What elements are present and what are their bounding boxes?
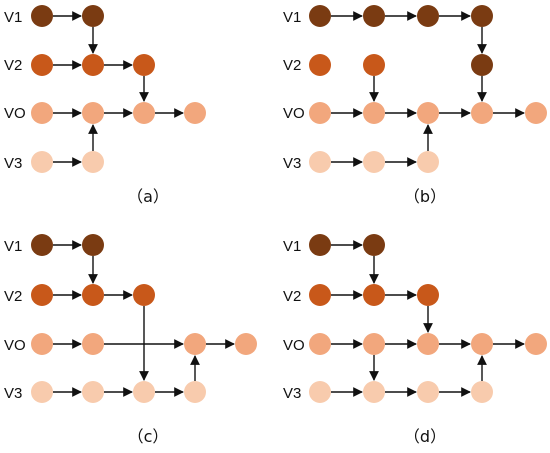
node-vo (82, 333, 104, 355)
node-v2 (31, 54, 53, 76)
row-label-vo: VO (283, 105, 305, 122)
panel-d: V1 V2 VO V3 （d） (283, 234, 547, 446)
node-v1 (82, 5, 104, 27)
node-v1 (363, 5, 385, 27)
row-label-v2: V2 (4, 288, 22, 305)
row-label-v3: V3 (283, 155, 301, 172)
row-label-vo: VO (4, 337, 26, 354)
row-label-v3: V3 (4, 385, 22, 402)
row-label-v2: V2 (283, 288, 301, 305)
row-label-vo: VO (283, 337, 305, 354)
node-vo (363, 333, 385, 355)
node-vo (133, 102, 155, 124)
row-label-vo: VO (4, 105, 26, 122)
node-v2 (309, 54, 331, 76)
node-v3 (471, 381, 493, 403)
node-v2 (133, 54, 155, 76)
node-vo (525, 333, 547, 355)
row-label-v3: V3 (4, 155, 22, 172)
row-label-v1: V1 (4, 238, 22, 255)
node-v2 (82, 284, 104, 306)
node-v2 (82, 54, 104, 76)
node-v2 (309, 284, 331, 306)
row-label-v3: V3 (283, 385, 301, 402)
node-vo (417, 102, 439, 124)
node-vo (363, 102, 385, 124)
node-vo (417, 333, 439, 355)
node-v3 (363, 381, 385, 403)
row-label-v2: V2 (283, 57, 301, 74)
node-v3 (417, 151, 439, 173)
node-v3 (309, 381, 331, 403)
node-vo (309, 333, 331, 355)
node-v1 (417, 5, 439, 27)
node-vo (31, 333, 53, 355)
node-v2 (133, 284, 155, 306)
node-v2 (417, 284, 439, 306)
node-v2 (31, 284, 53, 306)
row-label-v1: V1 (283, 9, 301, 26)
node-vo (184, 333, 206, 355)
row-label-v1: V1 (283, 238, 301, 255)
node-v1 (31, 5, 53, 27)
node-v3 (82, 151, 104, 173)
node-vo (471, 333, 493, 355)
panel-caption: （d） (404, 427, 446, 446)
node-v3 (31, 151, 53, 173)
node-vo (471, 102, 493, 124)
panel-a: V1 V2 VO V3 （a） (4, 5, 206, 206)
node-v1 (363, 234, 385, 256)
node-vo (235, 333, 257, 355)
node-v1 (31, 234, 53, 256)
node-v2 (363, 54, 385, 76)
node-v3 (184, 381, 206, 403)
node-vo (31, 102, 53, 124)
node-v3 (417, 381, 439, 403)
panel-caption: （c） (128, 427, 169, 446)
panel-b: V1 V2 VO V3 （b） (283, 5, 547, 206)
node-v3 (309, 151, 331, 173)
node-v1 (309, 5, 331, 27)
row-label-v1: V1 (4, 9, 22, 26)
panel-caption: （a） (127, 187, 169, 206)
node-v2 (471, 54, 493, 76)
panel-c: V1 V2 VO V3 （c） (4, 234, 257, 446)
node-vo (309, 102, 331, 124)
node-v1 (471, 5, 493, 27)
node-v2 (363, 284, 385, 306)
node-v3 (82, 381, 104, 403)
panel-caption: （b） (404, 187, 446, 206)
node-v1 (82, 234, 104, 256)
node-v1 (309, 234, 331, 256)
node-v3 (31, 381, 53, 403)
node-vo (184, 102, 206, 124)
node-vo (525, 102, 547, 124)
node-v3 (133, 381, 155, 403)
row-label-v2: V2 (4, 57, 22, 74)
node-vo (82, 102, 104, 124)
node-v3 (363, 151, 385, 173)
